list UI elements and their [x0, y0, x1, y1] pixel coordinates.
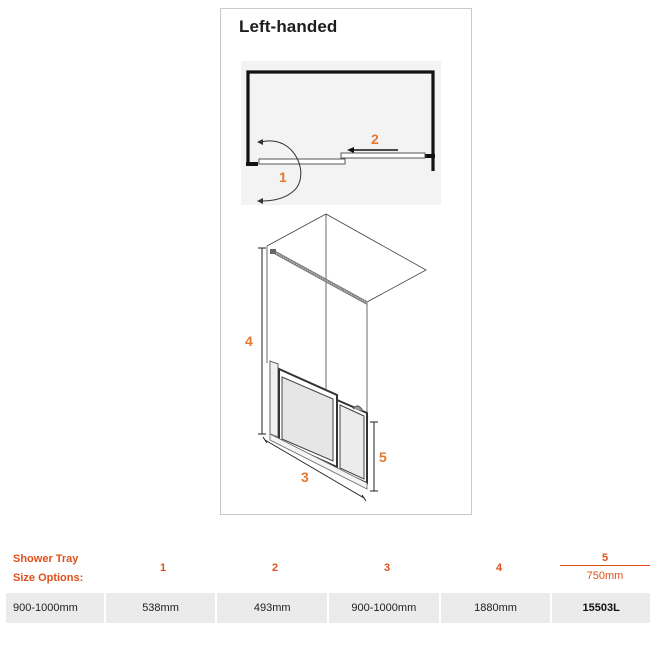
iso-label-3: 3 — [301, 469, 309, 485]
plan-view-diagram: 1 2 — [241, 61, 441, 205]
isometric-drawing — [258, 213, 427, 502]
plan-view-drawing — [246, 70, 435, 204]
iso-label-5: 5 — [379, 449, 387, 465]
diagram-card: Left-handed 1 2 — [220, 8, 472, 515]
cell-dim-1: 538mm — [105, 593, 216, 623]
table-row: 900-1000mm 538mm 493mm 900-1000mm 1880mm… — [6, 593, 650, 623]
column-header-5-label: 5 — [601, 552, 609, 564]
header-label-line2: Size Options: — [13, 572, 84, 584]
size-options-table: Shower Tray Size Options: 1 2 3 4 5 750m… — [6, 546, 650, 623]
cell-product-code: 15503L — [552, 593, 650, 623]
column-header-2: 2 — [271, 562, 279, 574]
column-header-4: 4 — [495, 562, 503, 574]
cell-dim-3: 900-1000mm — [329, 593, 439, 623]
header-label: Shower Tray Size Options: — [13, 550, 83, 588]
header-label-line1: Shower Tray — [13, 553, 79, 565]
cell-dim-2: 493mm — [217, 593, 328, 623]
isometric-diagram: 4 3 5 — [221, 209, 473, 514]
cell-dim-4: 1880mm — [440, 593, 551, 623]
iso-label-4: 4 — [245, 333, 253, 349]
plan-label-2: 2 — [371, 131, 379, 147]
column-header-5-sublabel: 750mm — [586, 570, 624, 582]
column-header-3: 3 — [383, 562, 391, 574]
column-header-1: 1 — [159, 562, 167, 574]
diagram-title: Left-handed — [239, 17, 338, 36]
column-header-5: 5 750mm — [560, 552, 650, 582]
table-header-row: Shower Tray Size Options: 1 2 3 4 5 750m… — [6, 546, 650, 588]
plan-label-1: 1 — [279, 169, 287, 185]
cell-size: 900-1000mm — [6, 593, 104, 623]
column-header-5-divider — [560, 565, 650, 566]
